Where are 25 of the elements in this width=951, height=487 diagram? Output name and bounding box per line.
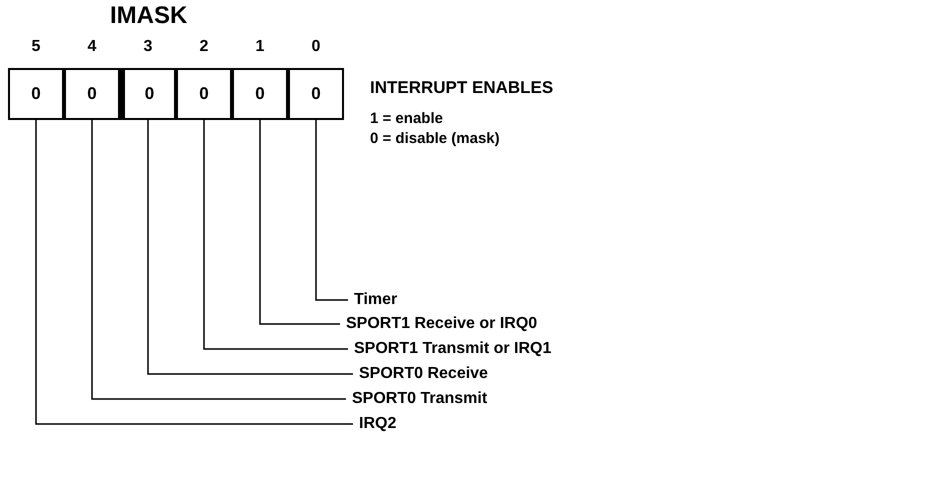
bit-number: 1	[254, 38, 266, 56]
bit-cell: 0	[8, 68, 64, 120]
note-text: 0 = disable (mask)	[370, 130, 500, 147]
connector-line	[35, 120, 353, 425]
connector-line	[259, 120, 340, 325]
bit-number: 5	[30, 38, 42, 56]
bit-cell: 0	[176, 68, 232, 120]
bit-number: 4	[86, 38, 98, 56]
bit-number: 2	[198, 38, 210, 56]
connector-line	[203, 120, 348, 350]
register-title: IMASK	[110, 2, 188, 30]
signal-label: IRQ2	[357, 414, 398, 434]
signal-label: SPORT1 Transmit or IRQ1	[352, 339, 554, 359]
heading-text: INTERRUPT ENABLES	[370, 78, 554, 98]
connector-line	[91, 120, 346, 400]
signal-label: SPORT1 Receive or IRQ0	[344, 314, 540, 334]
bit-number: 0	[310, 38, 322, 56]
connector-line	[315, 120, 348, 301]
bit-cell: 0	[288, 68, 344, 120]
note-text: 1 = enable	[370, 110, 443, 127]
bit-cell: 0	[232, 68, 288, 120]
bit-cell: 0	[120, 68, 176, 120]
bit-cell: 0	[64, 68, 120, 120]
connector-line	[147, 120, 353, 375]
bit-number: 3	[142, 38, 154, 56]
